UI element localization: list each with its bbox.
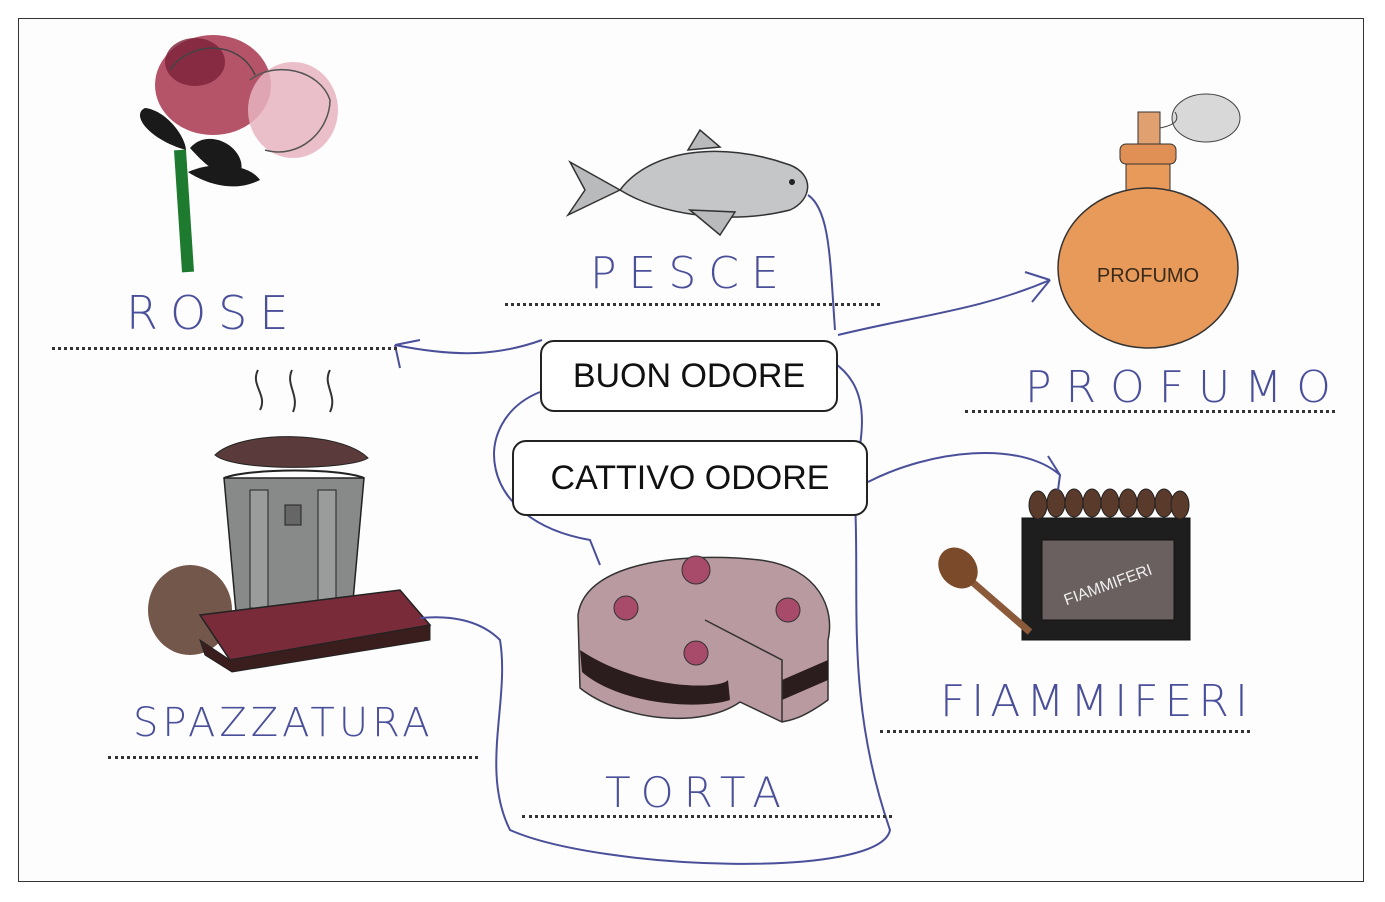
connector-lines [394, 194, 1062, 865]
bad-smell-box: CATTIVO ODORE [512, 440, 868, 516]
answer-cake: TORTA [605, 768, 791, 817]
matchbox-icon: FIAMMIFERI [938, 488, 1191, 641]
answer-perfume: PROFUMO [1025, 362, 1345, 413]
answer-rose: ROSE [126, 286, 301, 340]
answer-line-garbage [108, 756, 478, 759]
answer-line-perfume [965, 410, 1335, 413]
good-smell-box: BUON ODORE [540, 340, 838, 412]
perfume-bottle-icon: PROFUMO [1057, 93, 1241, 349]
answer-matches: FIAMMIFERI [940, 676, 1254, 727]
answer-fish: PESCE [590, 248, 791, 299]
perfume-label: PROFUMO [1097, 265, 1199, 287]
rose-icon [139, 35, 338, 273]
garbage-bin-icon [148, 369, 432, 673]
answer-garbage: SPAZZATURA [133, 700, 434, 746]
fish-icon [565, 128, 809, 237]
answer-line-rose [52, 347, 397, 350]
answer-line-matches [880, 730, 1250, 733]
answer-line-fish [505, 303, 880, 306]
answer-line-cake [522, 815, 892, 818]
cake-icon [577, 555, 831, 723]
